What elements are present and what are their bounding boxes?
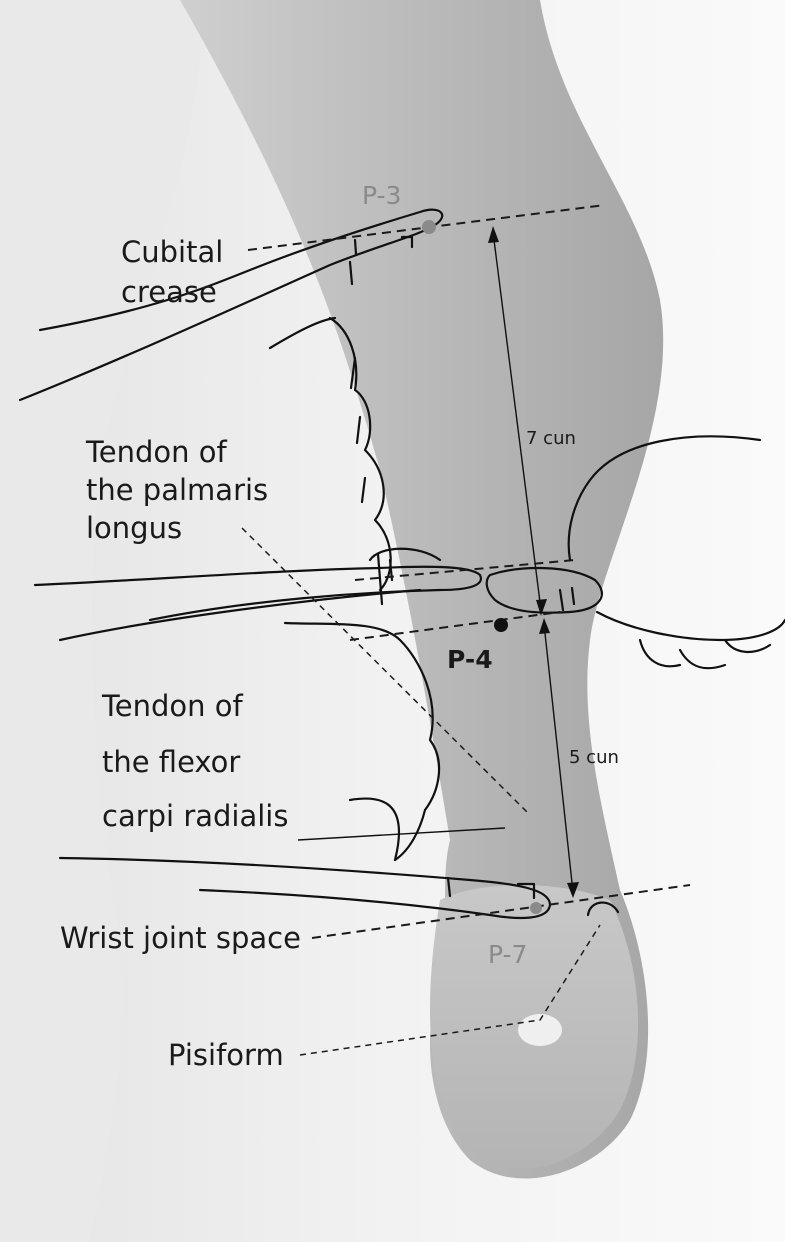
cubital-crease-label-2: crease — [121, 275, 217, 309]
p4-point — [494, 618, 508, 632]
thumb-hand-outline — [485, 435, 785, 670]
p7-point — [530, 902, 542, 914]
pisiform-outline — [586, 901, 620, 917]
p7-label: P-7 — [488, 940, 527, 969]
forearm-silhouette — [180, 0, 664, 1179]
flexor-leader — [297, 827, 506, 841]
flexor-label-2: the flexor — [102, 745, 240, 779]
flexor-label-1: Tendon of — [101, 689, 244, 723]
palm-width-line — [354, 559, 576, 581]
palmaris-tendon-line — [241, 527, 531, 816]
p4-level-line — [349, 611, 561, 641]
five-cun-label: 5 cun — [569, 747, 619, 768]
measurement-arrows — [488, 226, 579, 898]
wrist-joint-space-label: Wrist joint space — [60, 921, 301, 955]
palmaris-label-1: Tendon of — [85, 435, 228, 469]
palmaris-label-3: longus — [86, 511, 182, 545]
pisiform-label: Pisiform — [168, 1038, 284, 1072]
wrist-joint-line — [311, 884, 691, 939]
seven-cun-label: 7 cun — [526, 428, 576, 449]
p3-point — [422, 220, 436, 234]
background-shadow — [0, 0, 202, 1242]
p3-label: P-3 — [362, 181, 401, 210]
measuring-hand-outline — [18, 208, 552, 920]
cubital-crease-label-1: Cubital — [121, 235, 223, 269]
flexor-label-3: carpi radialis — [102, 799, 288, 833]
palmaris-label-2: the palmaris — [86, 473, 268, 507]
pisiform-leader — [299, 924, 601, 1056]
p4-label: P-4 — [447, 645, 493, 674]
